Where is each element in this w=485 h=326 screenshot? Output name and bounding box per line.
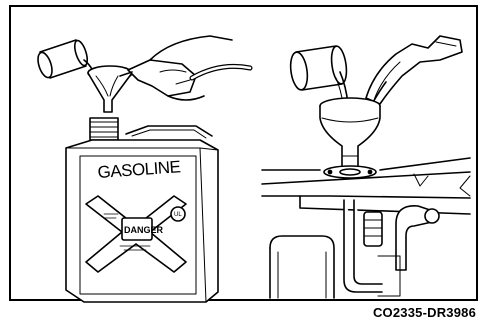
funnel-icon-right xyxy=(320,98,380,170)
fuel-nozzle-icon-right xyxy=(366,36,462,104)
pouring-bottle-icon-right xyxy=(288,45,348,104)
funnel-into-filler-neck-illustration xyxy=(262,36,470,298)
vehicle-frame-icon xyxy=(262,158,470,214)
figure-code: CO2335-DR3986 xyxy=(373,305,476,320)
pouring-bottle-icon xyxy=(35,39,96,79)
ul-mark: UL xyxy=(174,212,182,218)
can-danger-label: DANGER xyxy=(124,225,164,235)
filler-neck-plate-icon xyxy=(324,166,376,178)
fuel-tank-icon xyxy=(270,236,334,298)
fuel-hose-icon xyxy=(192,66,250,78)
gasoline-can-icon xyxy=(66,118,218,302)
filler-pipe-icon xyxy=(344,200,439,296)
funnel-icon xyxy=(88,66,132,112)
